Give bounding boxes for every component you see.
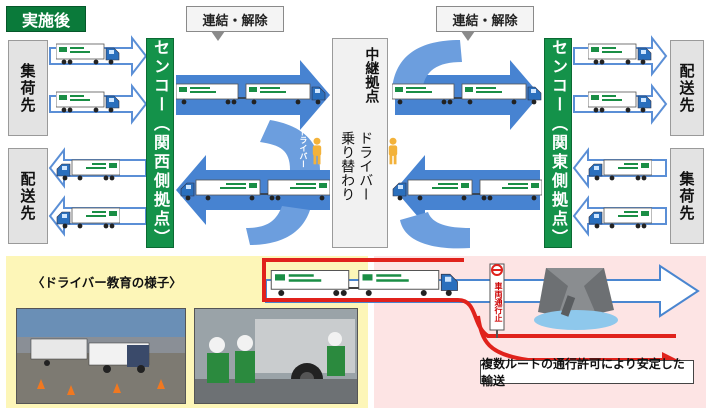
pickup-origin-left: 集荷先 — [8, 40, 48, 136]
delivery-destination-right: 配送先 — [670, 40, 704, 136]
connect-release-callout-right: 連結・解除 — [436, 6, 534, 41]
relay-point-title: 中継拠点 — [363, 47, 380, 103]
flow-diagram-graphics — [48, 35, 668, 249]
driver-person-icon-right — [388, 137, 398, 165]
pickup-origin-right: 集荷先 — [670, 148, 704, 244]
relay-swap-line1: ドライバー — [357, 131, 374, 201]
education-photo-training-ground — [16, 308, 186, 404]
trucks-right-side — [588, 43, 652, 229]
driver-education-panel: 〈ドライバー教育の様子〉 — [6, 256, 368, 408]
education-photo-inspection — [194, 308, 358, 404]
driver-label-left: ドライバー — [299, 128, 308, 168]
trucks-left-side — [56, 43, 120, 229]
after-implementation-tag: 実施後 — [6, 6, 86, 32]
road-closed-sign-text: 車両通行止 — [494, 282, 503, 322]
senko-kansai-base: センコー（関西側拠点） — [146, 38, 174, 248]
stable-transport-caption: 複数ルートの通行許可により安定した輸送 — [480, 357, 694, 388]
route-graphics — [262, 258, 700, 368]
relay-swap-line2: 乗り替わり — [339, 131, 356, 201]
senko-kanto-base: センコー（関東側拠点） — [544, 38, 572, 248]
right-loop-arrows — [392, 40, 540, 249]
driver-education-title: 〈ドライバー教育の様子〉 — [32, 275, 182, 290]
relay-point-box: 中継拠点 ドライバー 乗り替わり — [332, 38, 388, 248]
driver-label-right: ドライバー — [403, 128, 412, 168]
delivery-destination-left: 配送先 — [8, 148, 48, 244]
connect-release-callout-left: 連結・解除 — [186, 6, 284, 41]
